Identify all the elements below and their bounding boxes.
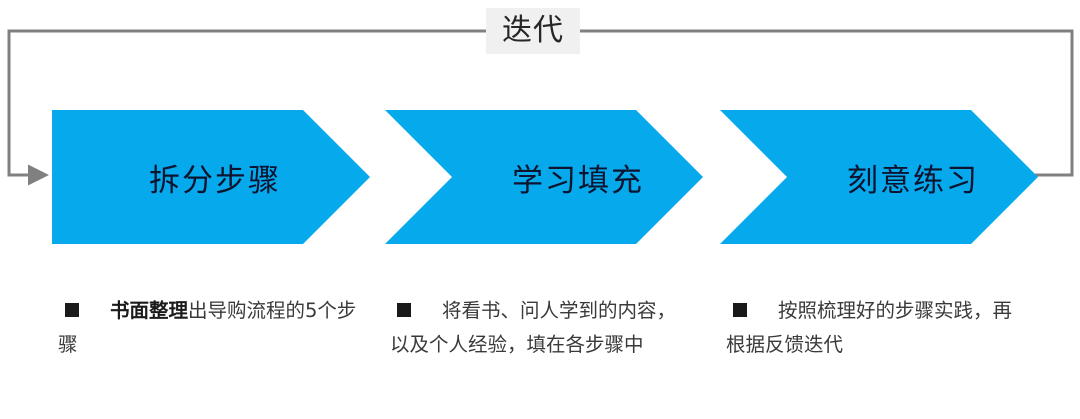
chevron-shape-1 — [52, 110, 370, 244]
square-bullet-icon — [733, 303, 747, 317]
loop-title: 迭代 — [486, 8, 580, 54]
square-bullet-icon — [397, 303, 411, 317]
note-strong-1: 书面整理 — [110, 299, 189, 322]
square-bullet-icon — [65, 303, 79, 317]
note-body-1: 书面整理出导购流程的5个步骤 — [58, 294, 358, 362]
stage-chevron-2[interactable]: 学习填充 — [385, 110, 703, 244]
note-text-3: 按照梳理好的步骤实践，再根据反馈迭代 — [726, 299, 1013, 356]
stage-label-1: 拆分步骤 — [149, 162, 281, 199]
stage-note-2: 将看书、问人学到的内容，以及个人经验，填在各步骤中 — [390, 294, 690, 362]
stage-note-3: 按照梳理好的步骤实践，再根据反馈迭代 — [726, 294, 1026, 362]
note-body-3: 按照梳理好的步骤实践，再根据反馈迭代 — [726, 294, 1026, 362]
chevron-shape-3 — [720, 110, 1038, 244]
note-body-2: 将看书、问人学到的内容，以及个人经验，填在各步骤中 — [390, 294, 690, 362]
stage-chevron-3[interactable]: 刻意练习 — [720, 110, 1038, 244]
chevron-shape-2 — [385, 110, 703, 244]
note-text-2: 将看书、问人学到的内容，以及个人经验，填在各步骤中 — [390, 299, 677, 356]
note-text-1: 出导购流程的5个步骤 — [58, 299, 357, 356]
stage-label-2: 学习填充 — [512, 162, 644, 199]
stage-label-3: 刻意练习 — [847, 162, 979, 199]
stage-note-1: 书面整理出导购流程的5个步骤 — [58, 294, 358, 362]
stage-chevron-1[interactable]: 拆分步骤 — [52, 110, 370, 244]
